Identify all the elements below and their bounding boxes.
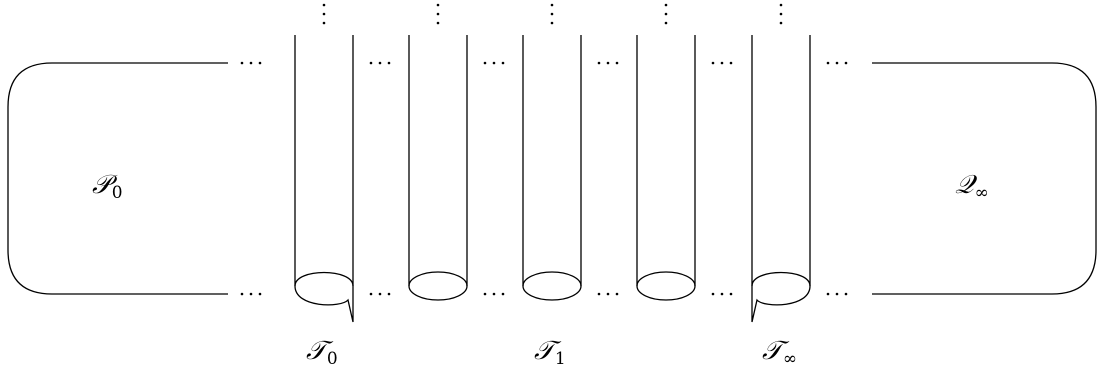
horizontal-ellipsis-dot	[369, 61, 373, 65]
horizontal-ellipsis-dot	[501, 292, 505, 296]
vertical-ellipsis-dot	[779, 12, 783, 16]
tube-bottom-opening	[751, 271, 811, 323]
horizontal-ellipsis-dot	[729, 292, 733, 296]
vertical-ellipsis-dot	[322, 21, 326, 25]
tubes-layer	[294, 35, 811, 323]
horizontal-ellipsis-dot	[720, 61, 724, 65]
vertical-ellipsis-dot	[322, 12, 326, 16]
vertical-ellipsis-dot	[664, 3, 668, 7]
tube-tinf	[751, 35, 811, 323]
horizontal-ellipsis-dot	[844, 292, 848, 296]
horizontal-ellipsis-dot	[369, 292, 373, 296]
horizontal-ellipsis-dot	[240, 61, 244, 65]
horizontal-ellipsis-dot	[606, 61, 610, 65]
horizontal-ellipsis-dot	[844, 61, 848, 65]
tube-bottom-opening	[636, 271, 696, 301]
horizontal-ellipsis-dot	[826, 61, 830, 65]
horizontal-ellipsis-dot	[483, 292, 487, 296]
horizontal-ellipsis-dot	[720, 292, 724, 296]
horizontal-ellipsis-dot	[492, 292, 496, 296]
horizontal-ellipsis-dot	[615, 61, 619, 65]
horizontal-ellipsis-dot	[597, 292, 601, 296]
tube-bottom-opening	[522, 271, 582, 301]
horizontal-ellipsis-dot	[240, 292, 244, 296]
left-region-outline	[7, 62, 228, 295]
tube-bottom-opening	[294, 271, 354, 323]
vertical-ellipsis-dot	[664, 21, 668, 25]
label-t-inf: 𝒯∞	[762, 336, 798, 369]
label-t1: 𝒯1	[534, 336, 566, 369]
vertical-ellipsis-dot	[779, 3, 783, 7]
horizontal-ellipsis-dot	[249, 292, 253, 296]
vertical-ellipsis-dot	[436, 12, 440, 16]
horizontal-ellipsis-dot	[387, 292, 391, 296]
horizontal-ellipsis-dot	[378, 292, 382, 296]
vertical-ellipsis-dot	[779, 21, 783, 25]
horizontal-ellipsis-dot	[483, 61, 487, 65]
vertical-ellipsis-dot	[436, 3, 440, 7]
horizontal-ellipsis-dot	[711, 61, 715, 65]
horizontal-ellipsis-dot	[826, 292, 830, 296]
tube-bottom-opening	[408, 271, 468, 301]
horizontal-ellipsis-dot	[387, 61, 391, 65]
horizontal-ellipsis-dot	[711, 292, 715, 296]
horizontal-ellipsis-dot	[597, 61, 601, 65]
horizontal-ellipsis-dot	[258, 292, 262, 296]
horizontal-ellipsis-dot	[615, 292, 619, 296]
horizontal-ellipsis-dot	[501, 61, 505, 65]
vertical-ellipsis-dot	[550, 12, 554, 16]
horizontal-ellipsis-dot	[835, 61, 839, 65]
horizontal-ellipsis-dot	[606, 292, 610, 296]
tube-2	[408, 35, 468, 301]
tube-t0	[294, 35, 354, 323]
vertical-ellipsis-dot	[436, 21, 440, 25]
vertical-ellipsis-dot	[664, 12, 668, 16]
vertical-ellipsis-dot	[550, 21, 554, 25]
tube-t1	[522, 35, 582, 301]
horizontal-ellipsis-dot	[258, 61, 262, 65]
horizontal-ellipsis-dot	[835, 292, 839, 296]
horizontal-ellipsis-dot	[729, 61, 733, 65]
vertical-ellipsis-dot	[550, 3, 554, 7]
right-region-outline	[872, 62, 1097, 295]
label-q-inf: 𝒬∞	[955, 170, 989, 203]
horizontal-ellipsis-dot	[378, 61, 382, 65]
tube-4	[636, 35, 696, 301]
label-p0: 𝒫0	[92, 170, 123, 203]
label-t0: 𝒯0	[306, 336, 338, 369]
ellipsis-layer	[240, 3, 848, 296]
horizontal-ellipsis-dot	[492, 61, 496, 65]
vertical-ellipsis-dot	[322, 3, 326, 7]
horizontal-ellipsis-dot	[249, 61, 253, 65]
